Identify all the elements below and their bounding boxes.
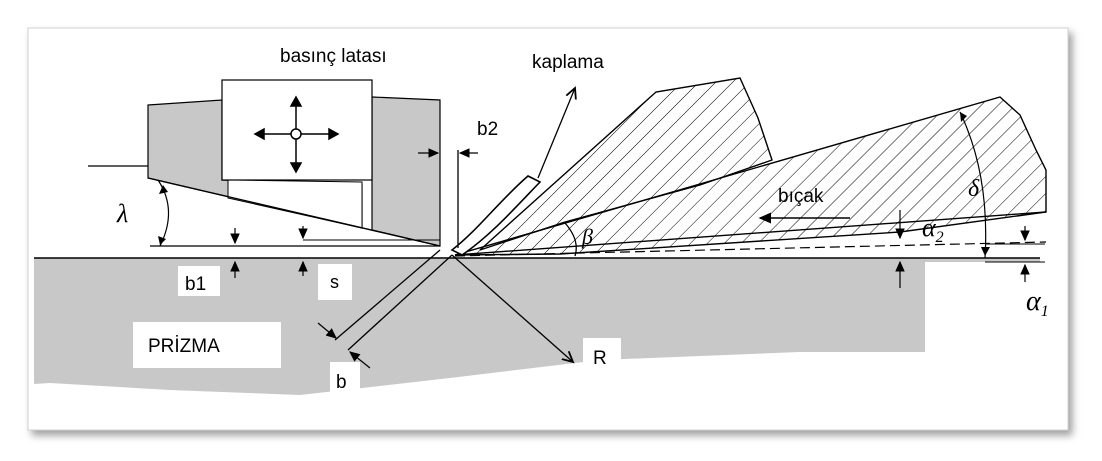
prism-body [34,258,1040,395]
coating-label: kaplama [532,52,604,73]
b-line-1 [334,249,441,341]
prism-label-box [133,322,281,368]
knife-label: bıçak [778,186,824,207]
b2-label: b2 [477,119,498,140]
knife-reference-line [454,241,1047,257]
prism-label: PRİZMA [148,336,220,357]
b-line-2 [347,254,453,351]
delta-arc [959,111,987,259]
s-label: s [330,272,339,292]
coating-pointer [537,88,575,179]
alpha1-label: α1 [1026,286,1049,320]
b1-label: b1 [185,274,206,295]
R-arrow [451,254,573,362]
knife-lower-edge [454,211,1047,256]
lambda-arrow-bottom [158,236,166,245]
lambda-arrow-top [159,185,168,194]
s-label-box [318,264,352,300]
knife-holder-upper [479,77,773,251]
coating-strip [450,175,542,256]
R-label: R [593,348,607,369]
alpha2-label: α2 [922,213,944,246]
pressure-bar-slope [147,177,441,247]
b-arrow-2 [349,351,371,369]
delta-label: δ [968,176,980,202]
delta-arrow-top [960,112,967,122]
pressure-bar-right [371,96,441,247]
lambda-label: λ [116,199,128,228]
beta-label: β [581,224,593,249]
b1-label-box [178,266,220,296]
beta-arc [564,222,577,257]
b-arrow-1 [317,322,337,339]
knife-blade [454,96,1047,256]
R-label-box [583,338,621,376]
b-label: b [336,372,347,393]
delta-arrow-bottom [981,247,990,256]
four-way-arrow-icon [253,95,340,174]
b-label-box [330,362,360,398]
pressure-bar-label: basınç latası [280,46,387,67]
